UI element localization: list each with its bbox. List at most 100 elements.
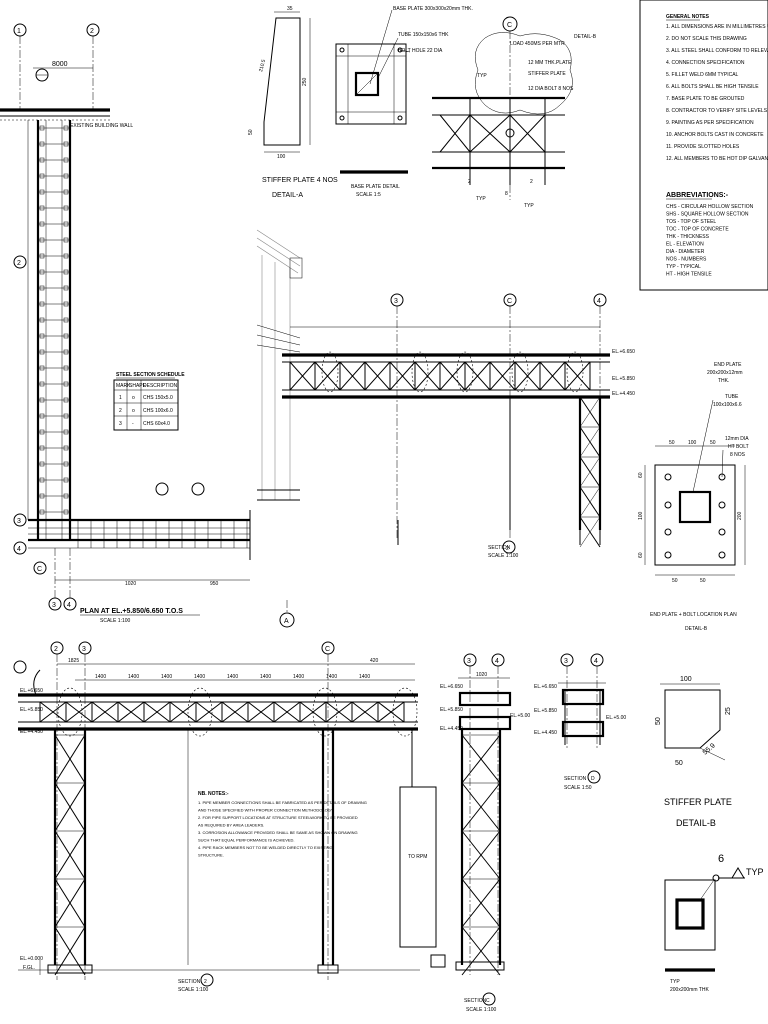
plan-node	[39, 125, 45, 131]
elevation-dim-text: 1400	[161, 674, 172, 680]
plan-title: PLAN AT EL.+5.850/6.650 T.O.S	[80, 608, 183, 615]
grid-bubble-3-bot: 3	[82, 646, 86, 653]
section-d-view: 3 4 EL.+6.650 EL.+5.850 EL.+4.450 EL.+5.…	[534, 653, 626, 791]
section-2-top-num: 2	[506, 546, 509, 552]
schedule-header-shape: SHAPE	[129, 383, 147, 389]
detail-callout-cloud	[57, 687, 83, 737]
stiffer-b-dim-right: 25	[725, 707, 732, 715]
column-brace	[461, 830, 501, 880]
end-plate-dim-left: 100	[638, 511, 644, 520]
plan-node	[63, 365, 69, 371]
truss-diagonal	[273, 701, 301, 723]
plan-node	[63, 333, 69, 339]
truss-diagonal	[364, 361, 391, 391]
end-plate-bolt-3: 8 NOS	[730, 452, 746, 458]
plan-node	[39, 141, 45, 147]
column-brace	[579, 486, 601, 518]
column-brace	[54, 926, 86, 976]
base-plate-title: BASE PLATE DETAIL	[351, 184, 400, 190]
abbreviation-item: HT - HIGH TENSILE	[666, 272, 712, 278]
grid-bubble-4-left: 4	[17, 546, 21, 553]
section-c-scale: SCALE 1:100	[466, 1007, 497, 1013]
plan-node	[63, 509, 69, 515]
schedule-cell: o	[132, 395, 135, 401]
abbreviation-item: DIA - DIAMETER	[666, 249, 705, 255]
nb-note-line: STRUCTURE.	[198, 853, 224, 858]
plan-dimension-8000: 8000	[52, 61, 68, 68]
section-2-bot-scale: SCALE 1:100	[178, 987, 209, 993]
grid-bubble-2-left: 2	[17, 260, 21, 267]
elev-dim: 420	[370, 658, 379, 664]
plan-node	[39, 365, 45, 371]
grid-bubble-3-secd: 3	[564, 658, 568, 665]
truss-diagonal	[439, 361, 466, 391]
section-2-bot-label: SECTION	[178, 979, 201, 985]
plan-scale: SCALE 1:100	[100, 618, 131, 624]
elev-label: EL.+6.650	[612, 349, 635, 355]
secd-el: EL.+4.450	[534, 730, 557, 736]
base-plate-scale: SCALE 1:5	[356, 192, 381, 198]
end-plate-tube-1: TUBE	[725, 394, 739, 400]
plan-node	[63, 429, 69, 435]
truss-diagonal	[539, 361, 566, 391]
abbreviation-item: EL - ELEVATION	[666, 242, 704, 248]
column-brace	[461, 878, 501, 928]
base-plate-detail: BASE PLATE 300x300x20mm THK. TUBE 150x15…	[335, 6, 473, 198]
plan-node	[39, 205, 45, 211]
truss-diagonal	[117, 701, 145, 723]
abbreviation-item: TOS - TOP OF STEEL	[666, 219, 716, 225]
truss-diagonal	[65, 701, 93, 723]
end-plate-dim-bot: 50	[700, 578, 706, 584]
general-notes-box: GENERAL NOTES 1. ALL DIMENSIONS ARE IN M…	[639, 0, 768, 291]
plan-node	[63, 317, 69, 323]
plan-node	[39, 269, 45, 275]
weld-detail: 6 TYP TYP 200x200mm THK	[664, 853, 764, 993]
plan-node	[39, 381, 45, 387]
abbreviation-item: THK - THICKNESS	[666, 234, 710, 240]
plan-node	[63, 157, 69, 163]
nb-notes-title: NB. NOTES:-	[198, 791, 229, 797]
grid-bubble-4-plan: 4	[67, 602, 71, 609]
secc-el: EL.+6.650	[440, 684, 463, 690]
detail-callout-cloud	[566, 351, 584, 393]
general-notes-title: GENERAL NOTES	[666, 14, 710, 20]
end-plate-label-1: END PLATE	[714, 362, 742, 368]
plan-node	[63, 269, 69, 275]
detail-a-subtitle: DETAIL-A	[272, 192, 303, 199]
plan-node	[63, 397, 69, 403]
schedule-header-desc: DESCRIPTION	[143, 383, 178, 389]
schedule-cell: -	[132, 421, 134, 427]
detail-b-dim: 2	[530, 179, 533, 185]
plan-node	[63, 205, 69, 211]
bot-elev-label: EL.+4.450	[20, 729, 43, 735]
detail-b-typ-3: TYP	[524, 203, 534, 209]
general-note-item: 11. PROVIDE SLOTTED HOLES	[666, 144, 740, 150]
end-plate-dim: 50	[669, 440, 675, 446]
detail-b-typ-1: TYP	[477, 73, 487, 79]
schedule-cell: CHS 100x6.0	[143, 408, 173, 414]
plan-node	[63, 285, 69, 291]
elevation-dim-text: 1400	[293, 674, 304, 680]
end-plate-dim-left: 60	[638, 552, 644, 558]
detail-a-dim-side: 210.5	[258, 59, 267, 73]
elev-dim: 1825	[68, 658, 79, 664]
detail-callout-cloud	[456, 351, 474, 393]
plan-bottom-dim-2: 950	[210, 581, 219, 587]
stiffer-b-dim-left: 50	[655, 717, 662, 725]
plan-node	[63, 493, 69, 499]
bot-elev-label: EL.+6.650	[20, 688, 43, 694]
abbreviations-title: ABBREVIATIONS:-	[666, 192, 729, 199]
stiffer-b-dim-top: 100	[680, 676, 692, 683]
plan-node	[39, 413, 45, 419]
grid-bubble-1: 1	[17, 28, 21, 35]
detail-b-dim: 8	[505, 191, 508, 197]
column-brace	[54, 830, 86, 880]
detail-b-note-1: LOAD 450MS PER MTR	[510, 41, 565, 47]
grid-bubble-2: 2	[90, 28, 94, 35]
detail-a-stiffer-plate: 35 210.5 250 100 50 STIFFER PLATE 4 NOS …	[248, 6, 338, 199]
column-brace	[461, 926, 501, 976]
elevation-dim-text: 1400	[260, 674, 271, 680]
section-2-top-scale: SCALE 1:100	[488, 553, 519, 559]
column-brace	[579, 456, 601, 488]
plan-bottom-dim: 1020	[125, 581, 136, 587]
